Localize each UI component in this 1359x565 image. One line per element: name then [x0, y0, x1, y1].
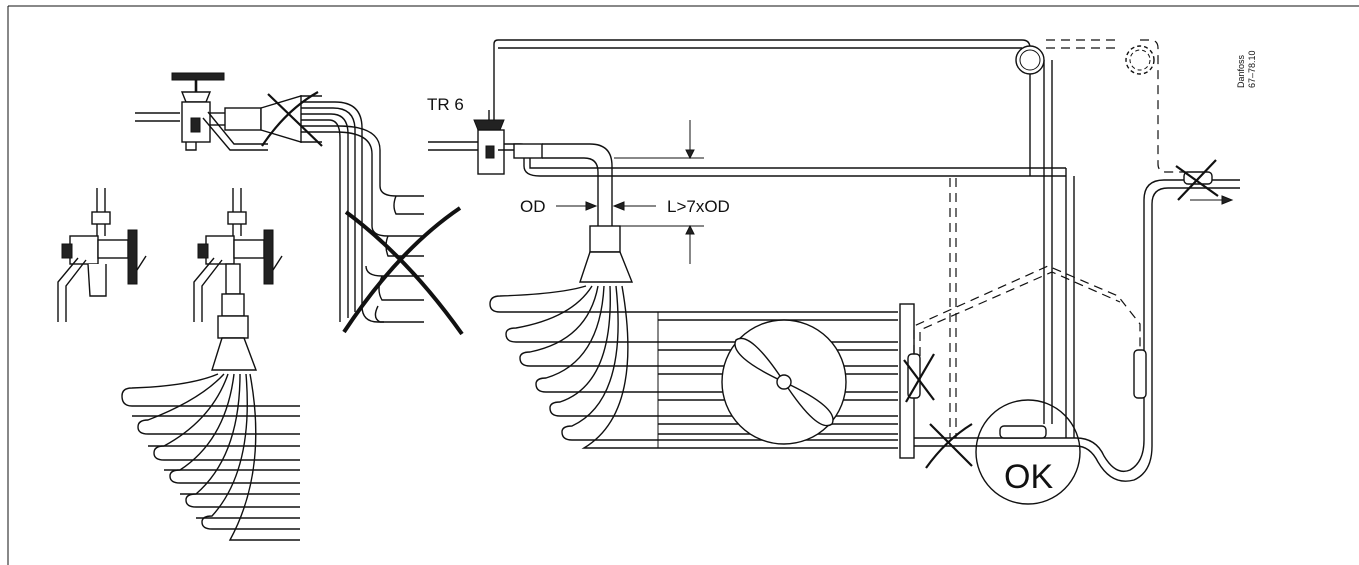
ok-label: OK: [1004, 458, 1053, 496]
distributor-cone-left: [211, 337, 258, 371]
od-label: OD: [520, 197, 546, 216]
brand-block: Danfoss 67–78.10: [1236, 50, 1257, 88]
bulb-correct-position: [999, 425, 1047, 439]
valve-type-label: TR 6: [427, 95, 464, 114]
bulb-wrong-position: [903, 265, 1147, 403]
dimension-annotations: [556, 120, 704, 264]
bulb-right: [1133, 349, 1147, 399]
valve-top-left-wrong: [135, 72, 322, 151]
valve-tr6: [428, 39, 1066, 226]
cross-mark-header-outlet: [925, 423, 973, 469]
valve-left-small: [57, 188, 147, 322]
dashed-capillary: [913, 265, 1141, 354]
distributor-tr6: [579, 225, 634, 283]
valve-left-with-distributor: [193, 188, 283, 371]
cross-mark-distributor-tubes: [342, 206, 464, 336]
suction-line: [1075, 179, 1240, 473]
cross-mark-valve-top-left: [261, 91, 323, 147]
brand-label: Danfoss: [1236, 54, 1246, 88]
valve-handle: [171, 72, 225, 81]
fan: [721, 319, 847, 445]
valve-outlet-pipe: [542, 143, 613, 226]
coil-left: [121, 373, 300, 541]
length-rule-label: L>7xOD: [667, 197, 730, 216]
valve-knob: [127, 229, 138, 285]
drawing-code-label: 67–78.10: [1247, 50, 1257, 88]
distributor-tubes-top: [301, 101, 424, 323]
bulb-suction-wrong: [1175, 159, 1234, 205]
capillary-right: [1015, 39, 1188, 438]
ok-circle: [975, 399, 1081, 505]
